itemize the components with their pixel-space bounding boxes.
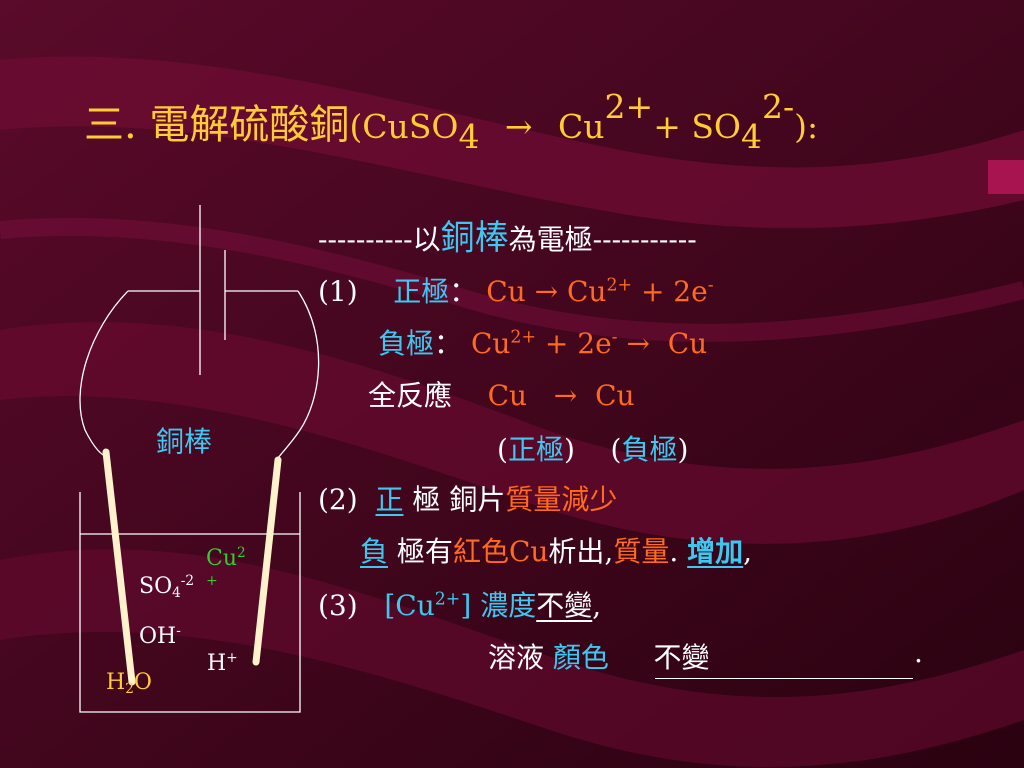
mass-decrease: 質量減少 <box>505 483 618 516</box>
ion-oh: OH- <box>139 622 181 649</box>
molecule-h2o: H2O <box>106 670 152 698</box>
electrode-labels: (正極) (負極) <box>497 433 689 466</box>
wire-left-curve <box>79 290 129 459</box>
ion-cu: Cu2 <box>206 544 246 571</box>
title-open: (CuSO <box>349 107 459 146</box>
ion-h: H+ <box>207 649 238 676</box>
copper-rod-text: 銅棒 <box>440 218 509 258</box>
ion-so4: SO4-2 <box>139 572 195 602</box>
rod-label: 銅棒 <box>156 425 213 458</box>
wire-right-curve <box>274 290 320 463</box>
anode-reaction: (1) 正極： Cu → Cu2+ + 2e- <box>318 275 714 308</box>
page-title: 三. 電解硫酸銅(CuSO4 → Cu2++ SO42-): <box>84 87 819 156</box>
observation-3: (3) [Cu2+] 濃度不變, <box>318 589 602 622</box>
copper-rod-right <box>252 456 282 666</box>
title-arrow: → <box>504 107 533 146</box>
cathode-label: 負極 <box>378 327 435 360</box>
ion-cu-plus: + <box>206 573 218 589</box>
corner-accent <box>988 160 1024 194</box>
observation-2b: 負 極有紅色Cu析出,質量. 增加, <box>360 535 753 568</box>
observation-3b: 溶液 顏色 不變 <box>488 641 710 674</box>
overall-reaction: 全反應 Cu → Cu <box>368 379 635 412</box>
electrolysis-diagram <box>79 205 320 713</box>
anode-label: 正極 <box>393 275 450 308</box>
answer-underline <box>655 678 913 679</box>
cathode-reaction: 負極： Cu2+ + 2e- → Cu <box>378 327 708 360</box>
observation-2: (2) 正 極 銅片質量減少 <box>318 483 618 516</box>
concentration-unchanged: 不變 <box>536 589 593 622</box>
copper-rod-left <box>102 448 136 686</box>
period: . <box>914 636 923 669</box>
beaker <box>79 492 301 713</box>
electrode-line: ----------以銅棒為電極----------- <box>318 218 697 258</box>
title-chinese: 三. 電解硫酸銅 <box>84 102 350 148</box>
color-unchanged: 不變 <box>653 641 710 674</box>
mass-increase: 增加 <box>687 535 744 568</box>
